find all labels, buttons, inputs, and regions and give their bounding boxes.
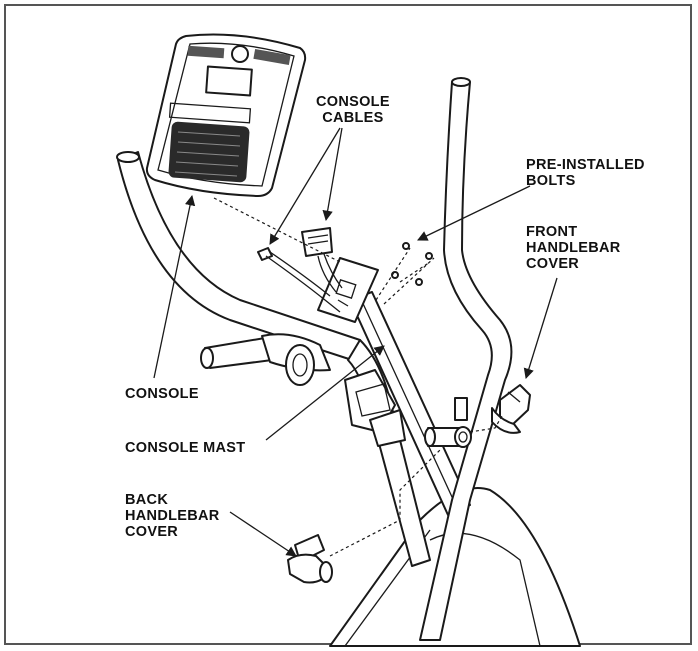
label-console-cables: CONSOLE CABLES <box>316 94 390 126</box>
console-cable-right <box>301 227 343 293</box>
label-front-handlebar-cover: FRONT HANDLEBAR COVER <box>526 224 621 272</box>
pivot-axle <box>424 397 472 448</box>
pivot-bracket <box>344 369 406 447</box>
label-console: CONSOLE <box>125 386 199 402</box>
label-console-mast: CONSOLE MAST <box>125 440 246 456</box>
back-handlebar-cover-part <box>287 534 333 584</box>
diagram-frame <box>4 4 692 645</box>
label-pre-installed-bolts: PRE-INSTALLED BOLTS <box>526 157 645 189</box>
alignment-lines <box>213 197 503 557</box>
console-cable-left <box>257 247 341 313</box>
leader-lines <box>153 127 558 557</box>
front-handlebar-arm <box>419 77 513 641</box>
bolt-group <box>391 242 433 286</box>
label-back-handlebar-cover: BACK HANDLEBAR COVER <box>125 492 220 540</box>
front-handlebar-cover-part <box>491 384 531 434</box>
console-unit <box>145 33 307 197</box>
left-grip <box>200 333 331 386</box>
